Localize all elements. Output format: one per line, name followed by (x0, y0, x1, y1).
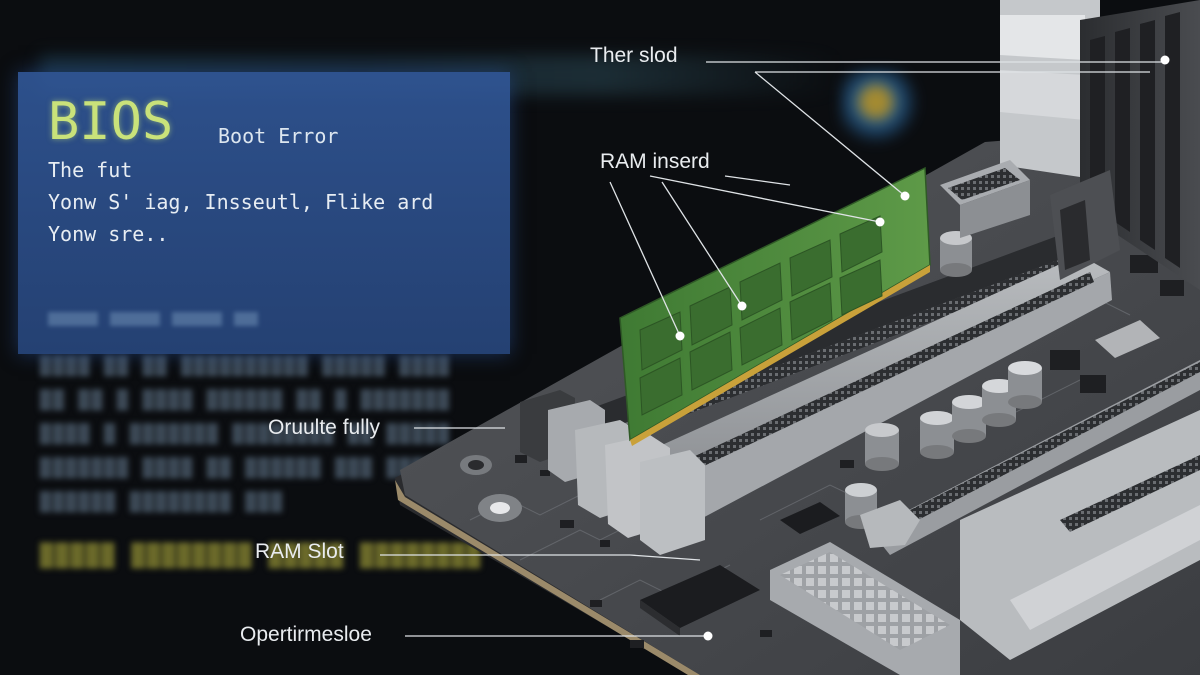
pcie-slot (860, 360, 1200, 555)
bios-line-2: Yonw S' iag, Insseutl, Flike ard (48, 190, 434, 214)
bios-error-panel: BIOS Boot Error The fut Yonw S' iag, Ins… (18, 72, 510, 354)
label-ther-slod: Ther slod (590, 44, 678, 67)
bios-title: BIOS (48, 92, 174, 152)
label-opertirmesloe: Opertirmesloe (240, 623, 372, 646)
label-ram-inserd: RAM inserd (600, 150, 710, 173)
label-ram-slot: RAM Slot (255, 540, 344, 563)
bios-line-3: Yonw sre.. (48, 222, 169, 246)
annotation-dots (675, 55, 1170, 641)
blurred-terminal-text: ████ ██ ██ ██████████ █████ ████ ██ ██ █… (40, 356, 483, 569)
annotation-lines (380, 61, 1165, 637)
power-connector-24pin (770, 542, 960, 675)
label-oruulte-fully: Oruulte fully (268, 416, 381, 439)
bios-line-1: The fut (48, 158, 133, 182)
blurred-logo-icon (840, 70, 930, 150)
screw-holes (460, 455, 522, 522)
expansion-slot-large (960, 410, 1200, 660)
chip-ic (640, 320, 1160, 636)
header-connector (940, 160, 1030, 238)
io-shield (1000, 0, 1100, 180)
ram-module (619, 166, 931, 446)
bios-subtitle: Boot Error (218, 124, 339, 148)
bios-blurred-row (48, 312, 258, 326)
